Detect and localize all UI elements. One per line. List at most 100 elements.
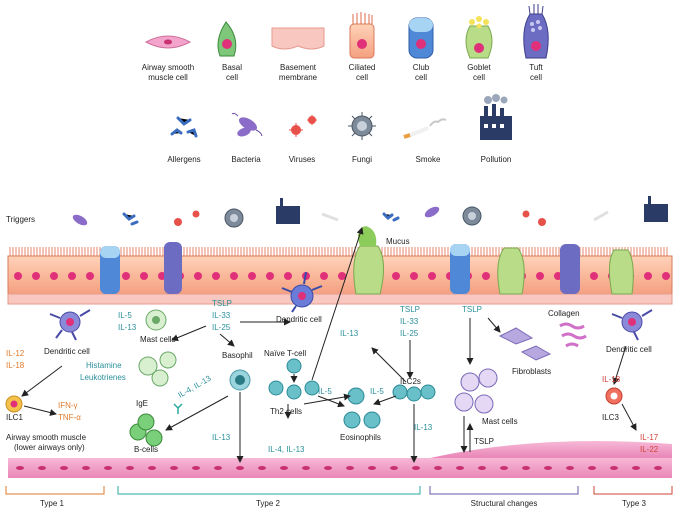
dendritic-cell-right [611, 309, 653, 341]
ilc2-label: ILC2s [400, 377, 421, 386]
mast-il5-label: IL-5 [118, 311, 132, 320]
asm-label-1: Airway smooth muscle [6, 433, 87, 442]
legend-label-fungi: Fungi [352, 155, 372, 164]
legend-label-allergens: Allergens [167, 155, 200, 164]
tslp-top-label: TSLP [212, 299, 232, 308]
triggers-label: Triggers [6, 215, 35, 224]
epithelium-layer [7, 226, 673, 305]
il17-label: IL-17 [640, 433, 659, 442]
legend-label-viruses: Viruses [289, 155, 316, 164]
legend-label-membrane-1: Basement [280, 63, 317, 72]
pollution-icon [480, 94, 512, 140]
ifn-label: IFN-γ [58, 401, 78, 410]
tslp-bottom-label: TSLP [474, 437, 494, 446]
ciliated-cell-icon [349, 12, 375, 59]
basement-membrane-icon [271, 27, 325, 50]
legend-label-smooth-1: Airway smooth [142, 63, 194, 72]
basophil-label: Basophil [222, 351, 253, 360]
th2-label: Th2 cells [270, 407, 302, 416]
fibroblasts [498, 327, 552, 361]
legend-label-tuft-2: cell [530, 73, 542, 82]
il18-right-label: IL-18 [602, 375, 621, 384]
bacteria-icon [231, 112, 263, 137]
il25-top-label: IL-25 [212, 323, 231, 332]
th2-cells [268, 380, 320, 400]
il12-label: IL-12 [6, 349, 25, 358]
il5-b-label: IL-5 [370, 387, 384, 396]
legend-label-club-1: Club [413, 63, 430, 72]
histamine-label: Histamine [86, 361, 122, 370]
il13-basophil-label: IL-13 [212, 433, 231, 442]
legend-label-membrane-2: membrane [279, 73, 318, 82]
club-cell-icon [408, 17, 434, 59]
dendritic-cell-center [281, 271, 323, 313]
mast-cells-struct-label: Mast cells [482, 417, 518, 426]
tnf-label: TNF-α [58, 413, 81, 422]
legend-label-basal-1: Basal [222, 63, 242, 72]
eosinophils-label: Eosinophils [340, 433, 381, 442]
tslp-struct-label: TSLP [462, 305, 482, 314]
bracket-type1-label: Type 1 [40, 499, 65, 508]
il22-label: IL-22 [640, 445, 659, 454]
brackets: Type 1 Type 2 Structural changes Type 3 [5, 486, 673, 508]
allergen-icon [170, 116, 198, 138]
legend-label-goblet-2: cell [473, 73, 485, 82]
ige-antibody-icon [173, 403, 183, 414]
tuft-cell-icon [523, 4, 549, 59]
collagen [559, 322, 587, 348]
legend-label-tuft-1: Tuft [529, 63, 543, 72]
tslp-mid-label: TSLP [400, 305, 420, 314]
asm-label-2: (lower airways only) [14, 443, 85, 452]
leukotrienes-label: Leukotrienes [80, 373, 126, 382]
dendritic-center-label: Dendritic cell [276, 315, 322, 324]
ige-label: IgE [136, 399, 148, 408]
mucus-label: Mucus [386, 237, 410, 246]
il33-mid-label: IL-33 [400, 317, 419, 326]
ilc2-cells [392, 384, 436, 402]
mast-cells-label: Mast cells [140, 335, 176, 344]
smooth-muscle-icon [144, 35, 192, 49]
il33-top-label: IL-33 [212, 311, 231, 320]
il18-left-label: IL-18 [6, 361, 25, 370]
smoke-icon [403, 118, 447, 139]
legend-label-pollution: Pollution [481, 155, 512, 164]
goblet-cell-icon [465, 16, 493, 59]
legend-cell-labels: Airway smooth muscle cell Basal cell Bas… [142, 63, 544, 82]
legend-label-basal-2: cell [226, 73, 238, 82]
il13-ilc2-label: IL-13 [414, 423, 433, 432]
histamine-cells [138, 351, 177, 387]
legend-label-ciliated-1: Ciliated [349, 63, 376, 72]
legend-label-goblet-1: Goblet [467, 63, 491, 72]
fungi-icon [348, 112, 376, 140]
il4-il13-label: IL-4, IL-13 [177, 373, 214, 399]
mast-il13-label: IL-13 [118, 323, 137, 332]
il13-center-label: IL-13 [340, 329, 359, 338]
mast-cells-struct [454, 368, 498, 414]
fibroblasts-label: Fibroblasts [512, 367, 551, 376]
naive-t-label: Naïve T-cell [264, 349, 306, 358]
pathway-arrows [21, 227, 637, 463]
dendritic-left-label: Dendritic cell [44, 347, 90, 356]
il25-mid-label: IL-25 [400, 329, 419, 338]
il4-il13-bottom-label: IL-4, IL-13 [268, 445, 305, 454]
virus-icon [289, 115, 317, 137]
naive-t-cell [286, 358, 302, 374]
legend-label-smooth-2: muscle cell [148, 73, 188, 82]
legend-trigger-labels: Allergens Bacteria Viruses Fungi Smoke P… [167, 155, 511, 164]
bracket-type3-label: Type 3 [622, 499, 647, 508]
bracket-structural-label: Structural changes [471, 499, 538, 508]
legend-label-bacteria: Bacteria [231, 155, 261, 164]
dendritic-cell-left [49, 309, 91, 341]
b-cells-label: B-cells [134, 445, 158, 454]
bracket-type2-label: Type 2 [256, 499, 281, 508]
legend-cells [144, 4, 549, 59]
legend-label-smoke: Smoke [416, 155, 441, 164]
ilc1-label: ILC1 [6, 413, 23, 422]
pathway-labels: Dendritic cell IL-12 IL-18 ILC1 IFN-γ TN… [6, 299, 659, 454]
smooth-muscle-band [8, 441, 672, 478]
collagen-label: Collagen [548, 309, 580, 318]
legend-label-ciliated-2: cell [356, 73, 368, 82]
dendritic-right-label: Dendritic cell [606, 345, 652, 354]
